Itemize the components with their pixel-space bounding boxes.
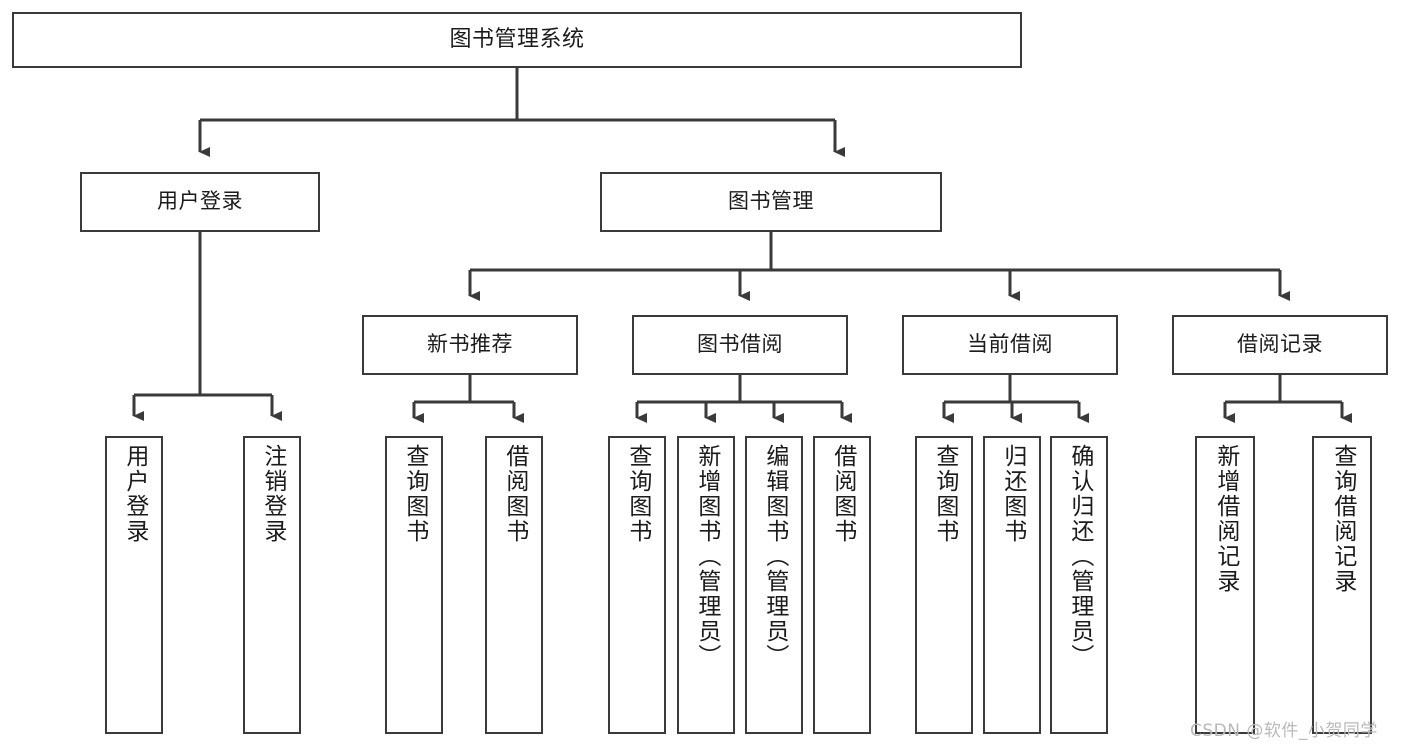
leaf-label: 注销登录	[259, 444, 286, 544]
node-borrow-record-label: 借阅记录	[1237, 332, 1323, 357]
leaf-add-book-admin[interactable]: 新增图书（管理员）	[677, 436, 735, 734]
node-user-login-label: 用户登录	[157, 189, 243, 214]
leaf-label: 新增图书（管理员）	[693, 444, 720, 669]
leaf-return-book[interactable]: 归还图书	[983, 436, 1041, 734]
leaf-edit-book-admin[interactable]: 编辑图书（管理员）	[745, 436, 803, 734]
leaf-label: 用户登录	[121, 444, 148, 544]
node-book-borrow[interactable]: 图书借阅	[632, 315, 848, 375]
leaf-query-book-current[interactable]: 查询图书	[915, 436, 973, 734]
leaf-label: 查询借阅记录	[1329, 444, 1356, 594]
node-current-borrow-label: 当前借阅	[967, 332, 1053, 357]
node-new-book-recommend-label: 新书推荐	[427, 332, 513, 357]
node-borrow-record[interactable]: 借阅记录	[1172, 315, 1388, 375]
leaf-borrow-book-newbook[interactable]: 借阅图书	[485, 436, 543, 734]
leaf-label: 归还图书	[999, 444, 1026, 544]
leaf-add-borrow-record[interactable]: 新增借阅记录	[1195, 436, 1255, 734]
leaf-borrow-book-borrow[interactable]: 借阅图书	[813, 436, 871, 734]
leaf-label: 查询图书	[401, 444, 428, 544]
node-new-book-recommend[interactable]: 新书推荐	[362, 315, 578, 375]
leaf-logout-login[interactable]: 注销登录	[243, 436, 301, 734]
node-book-borrow-label: 图书借阅	[697, 332, 783, 357]
leaf-query-book-newbook[interactable]: 查询图书	[385, 436, 443, 734]
node-current-borrow[interactable]: 当前借阅	[902, 315, 1118, 375]
leaf-label: 借阅图书	[829, 444, 856, 544]
leaf-label: 确认归还（管理员）	[1066, 444, 1093, 669]
leaf-user-login[interactable]: 用户登录	[105, 436, 163, 734]
leaf-confirm-return-admin[interactable]: 确认归还（管理员）	[1050, 436, 1108, 734]
node-book-management-label: 图书管理	[728, 189, 814, 214]
leaf-label: 查询图书	[931, 444, 958, 544]
leaf-label: 借阅图书	[501, 444, 528, 544]
node-user-login[interactable]: 用户登录	[80, 172, 320, 232]
leaf-label: 编辑图书（管理员）	[761, 444, 788, 669]
node-root[interactable]: 图书管理系统	[12, 12, 1022, 68]
leaf-label: 查询图书	[624, 444, 651, 544]
leaf-query-borrow-record[interactable]: 查询借阅记录	[1312, 436, 1372, 734]
node-book-management[interactable]: 图书管理	[600, 172, 942, 232]
leaf-label: 新增借阅记录	[1212, 444, 1239, 594]
leaf-query-book-borrow[interactable]: 查询图书	[608, 436, 666, 734]
node-root-label: 图书管理系统	[449, 26, 585, 52]
